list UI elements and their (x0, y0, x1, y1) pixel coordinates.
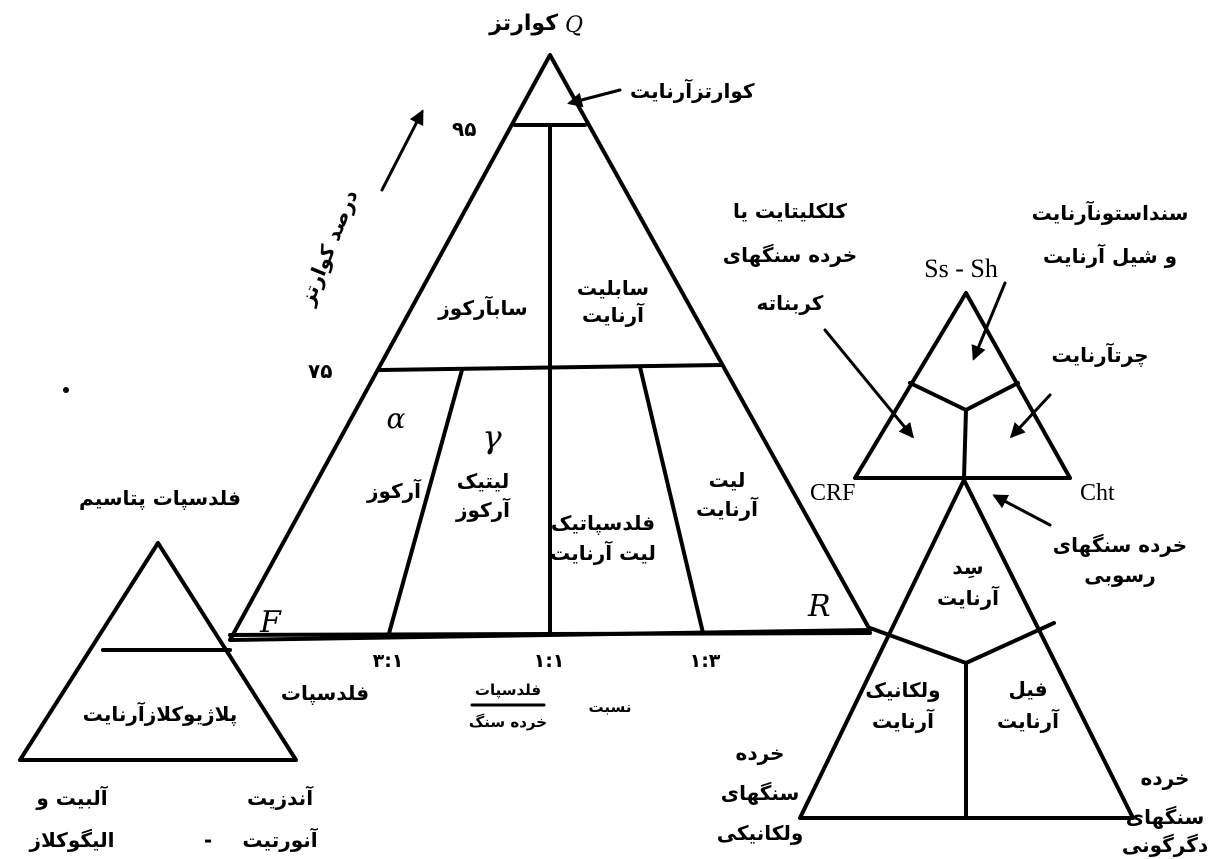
quartz-apex-glyph: Q (565, 13, 583, 38)
ratio-numerator: فلدسپات (475, 681, 541, 700)
alpha-glyph: α (387, 402, 406, 435)
sedimentary-triangle (853, 291, 1072, 480)
sandstone-shale-arrow (971, 281, 1007, 361)
metamorphic-fragments-label-3: دگرگونی (1122, 833, 1208, 857)
phyllarenite-label-1: فیل (1008, 677, 1047, 701)
ratio-label: نسبت (589, 698, 632, 716)
litharenite-label-2: آرنایت (696, 496, 759, 521)
quartz-arenite-label: کوارتزآرنایت (630, 78, 755, 103)
k-feldspar-label: فلدسپات پتاسیم (79, 486, 241, 511)
andesine-label-2: آنورتیت (242, 827, 318, 852)
volcanic-arenite-label-2: آرنایت (872, 708, 935, 733)
ratio-1-1: ۱:۱ (534, 650, 565, 672)
quartz-arenite-arrow (567, 88, 622, 108)
litharenite-label-1: لیت (709, 468, 746, 492)
chert-arenite-arrow (1009, 393, 1052, 439)
andesine-dash: - (204, 828, 212, 852)
r-corner-glyph: R (807, 589, 831, 624)
quartz-increase-arrow (380, 109, 424, 192)
metamorphic-fragments-label-1: خرده (1141, 766, 1190, 790)
divider-1-3 (638, 365, 705, 635)
rf-left-divider (868, 626, 968, 665)
sed-tri-left-divider (908, 381, 968, 412)
plagioclase-arenite-label: پلاژیوکلازآرنایت (83, 701, 238, 727)
sed-rock-fragment-label-1: خرده سنگهای (1053, 533, 1187, 557)
andesine-label-1: آندزیت (247, 785, 314, 810)
calclithite-label-3: کربناته (757, 291, 824, 315)
sed-arenite-label-2: آرنایت (937, 585, 1000, 610)
volcanic-arenite-label-1: ولکانیک (865, 678, 940, 702)
gamma-glyph: γ (482, 418, 502, 456)
volcanic-fragments-label-2: سنگهای (721, 781, 800, 805)
subarkose-label: سابآرکوز (437, 295, 527, 320)
ratio-1-3: ۱:۳ (690, 650, 721, 672)
calclithite-label-1: کلکلیتایت یا (733, 199, 847, 223)
sublitharenite-label-1: سابلیت (577, 276, 649, 300)
metamorphic-fragments-label-2: سنگهای (1126, 805, 1205, 829)
arrows (380, 88, 1052, 527)
rf-right-divider (964, 621, 1056, 665)
lithic-arkose-label-1: لیتیک (457, 469, 509, 493)
tick-75-label: ۷۵ (308, 359, 332, 383)
ss-sh-label: Ss - Sh (924, 254, 998, 283)
sandstone-arenite-label-2: و شیل آرنایت (1043, 243, 1177, 268)
sublitharenite-label-2: آرنایت (582, 302, 645, 327)
lithic-arkose-label-2: آرکوز (455, 497, 511, 522)
cht-label: Cht (1080, 480, 1115, 506)
phyllarenite-label-2: آرنایت (997, 708, 1060, 733)
tick-95-label: ۹۵ (452, 117, 476, 141)
feldspar-triangle (18, 541, 298, 762)
quartz-percent-label: درصد کوارتز (294, 186, 362, 309)
sed-arenite-label-1: سِد (952, 555, 983, 579)
chert-arenite-label: چرتآرنایت (1051, 342, 1148, 368)
calclithite-label-2: خرده سنگهای (723, 243, 857, 267)
ratio-denominator: خرده سنگ (469, 713, 547, 731)
feldspar-label: فلدسپات (281, 681, 369, 706)
albite-label-1: آلبیت و (35, 785, 108, 810)
divider-3-1 (386, 368, 464, 639)
main-base-line (228, 631, 872, 637)
calclithite-arrow (823, 328, 914, 439)
stray-dot (63, 387, 69, 393)
sed-tri-right-divider (964, 381, 1020, 412)
albite-label-2: الیگوکلاز (28, 828, 114, 852)
volcanic-fragments-label-3: ولکانیکی (717, 821, 804, 845)
sandstone-arenite-label-1: سنداستونآرنایت (1032, 200, 1189, 225)
crf-label: CRF (810, 480, 855, 506)
feld-litharenite-label-2: لیت آرنایت (550, 540, 656, 565)
ratio-3-1: ۳:۱ (373, 650, 404, 672)
volcanic-fragments-label-1: خرده (736, 741, 785, 765)
arkose-label: آرکوز (366, 478, 422, 503)
sedimentary-triangle-outline (853, 291, 1072, 480)
f-corner-glyph: F (259, 605, 282, 640)
sed-tri-center-divider (962, 408, 968, 480)
rock-fragment-triangle (798, 478, 1135, 820)
sed-rock-fragment-label-2: رسوبی (1084, 563, 1155, 587)
quartz-apex-label: کوارتز (488, 11, 558, 36)
feld-litharenite-label-1: فلدسپاتیک (551, 511, 655, 536)
sed-rock-fragment-arrow (992, 494, 1052, 527)
